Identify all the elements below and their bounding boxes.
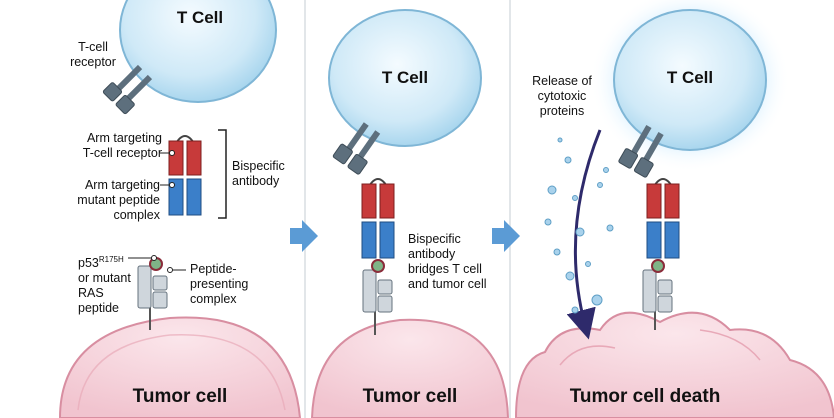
step-arrow-1: [290, 220, 318, 252]
complex-label: Peptide- presenting complex: [190, 262, 270, 307]
tumor-cell-body: [58, 316, 302, 418]
complex-line: Peptide-: [190, 262, 237, 276]
complex-line: complex: [190, 292, 237, 306]
tumor-cell-body: [310, 318, 510, 418]
release-line: cytotoxic: [537, 89, 587, 103]
tcr-label-line: receptor: [70, 55, 116, 69]
bridge-line: bridges T cell: [408, 262, 482, 276]
peptide-presenting-complex: [362, 259, 393, 313]
complex-line: presenting: [190, 277, 249, 291]
t-cell-receptor: [332, 122, 381, 175]
release-line: Release of: [532, 74, 592, 88]
t-cell-body: [328, 9, 482, 147]
t-cell-body: [119, 0, 277, 103]
panel1-tumor-label: Tumor cell: [132, 386, 228, 407]
arm-peptide-line: Arm targeting: [84, 178, 160, 192]
arm-tcr-line: Arm targeting: [86, 131, 162, 145]
bispecific-bracket: [218, 129, 227, 219]
t-cell-body: [613, 9, 767, 151]
bridge-label: Bispecific antibody bridges T cell and t…: [408, 232, 508, 292]
p53-line: or mutant: [78, 271, 131, 286]
bispecific-line: antibody: [232, 174, 280, 188]
panel2-tumor-label: Tumor cell: [362, 386, 458, 407]
bridge-line: antibody: [408, 247, 456, 261]
peptide-presenting-complex: [137, 257, 168, 309]
t-cell-receptor: [618, 124, 664, 178]
t-cell-receptor: [102, 64, 153, 115]
step-arrow-2: [492, 220, 520, 252]
arm-peptide-label: Arm targeting mutant peptide complex: [60, 178, 160, 223]
bispecific-antibody: [646, 178, 680, 259]
bridge-line: Bispecific: [408, 232, 461, 246]
cytotoxic-release-arrow: [566, 129, 602, 340]
panel-2: [310, 9, 510, 418]
tcr-label-line: T-cell: [78, 40, 108, 54]
release-label: Release of cytotoxic proteins: [520, 74, 604, 119]
bispecific-label: Bispecific antibody: [232, 159, 302, 189]
bispecific-line: Bispecific: [232, 159, 285, 173]
panel-3: [514, 0, 834, 418]
panel1-t-cell-title: T Cell: [176, 8, 224, 27]
p53-superscript: R175H: [98, 255, 124, 264]
p53-label: p53R175H or mutant RAS peptide: [78, 252, 138, 316]
panel3-t-cell-title: T Cell: [666, 68, 714, 87]
p53-line: peptide: [78, 301, 120, 316]
p53-line: p53R175H: [78, 252, 138, 271]
bispecific-antibody: [168, 135, 202, 216]
arm-peptide-line: mutant peptide: [77, 193, 160, 207]
panel2-t-cell-title: T Cell: [381, 68, 429, 87]
p53-line: RAS: [78, 286, 104, 301]
arm-tcr-line: T-cell receptor: [82, 146, 162, 160]
panel3-tumor-label: Tumor cell death: [569, 386, 721, 407]
panel-1: [58, 0, 302, 418]
bispecific-antibody: [361, 178, 395, 259]
tcr-label: T-cell receptor: [58, 40, 128, 70]
release-line: proteins: [539, 104, 585, 118]
p53-main: p53: [78, 256, 99, 271]
peptide-presenting-complex: [642, 259, 673, 313]
arm-peptide-line: complex: [113, 208, 160, 222]
bridge-line: and tumor cell: [408, 277, 487, 291]
arm-tcr-label: Arm targeting T-cell receptor: [62, 131, 162, 161]
cytotoxic-granules: [544, 137, 614, 314]
